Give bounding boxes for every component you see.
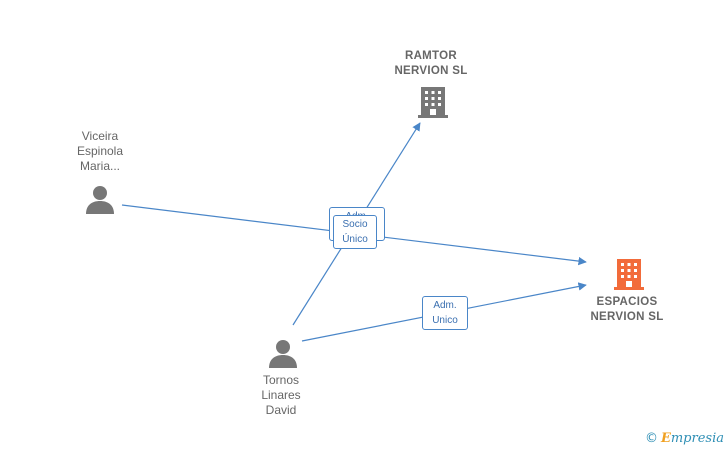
building-icon[interactable]: [614, 259, 644, 290]
copyright-symbol: ©: [644, 431, 658, 446]
node-label-viceira[interactable]: Viceira Espinola Maria...: [76, 129, 124, 173]
brand-name: mpresia: [670, 431, 724, 446]
relation-line1: Adm.: [433, 300, 457, 311]
node-label-espacios[interactable]: ESPACIOS NERVION SL: [590, 296, 664, 323]
person-silhouette-icon[interactable]: [86, 186, 114, 214]
empresia-watermark: ©Empresia: [645, 431, 724, 446]
relation-badge-adm-unico[interactable]: Adm. Unico: [422, 296, 468, 330]
relation-line1: Socio: [342, 219, 368, 230]
node-label-ramtor[interactable]: RAMTOR NERVION SL: [394, 50, 468, 77]
node-label-tornos[interactable]: Tornos Linares David: [261, 373, 301, 417]
person-silhouette-icon[interactable]: [269, 340, 297, 368]
building-icon[interactable]: [418, 87, 448, 118]
relation-badge-socio-unico[interactable]: Socio Único: [333, 215, 377, 249]
relation-line2: Único: [342, 234, 368, 245]
brand-e: E: [660, 431, 671, 446]
relation-line2: Unico: [432, 315, 458, 326]
